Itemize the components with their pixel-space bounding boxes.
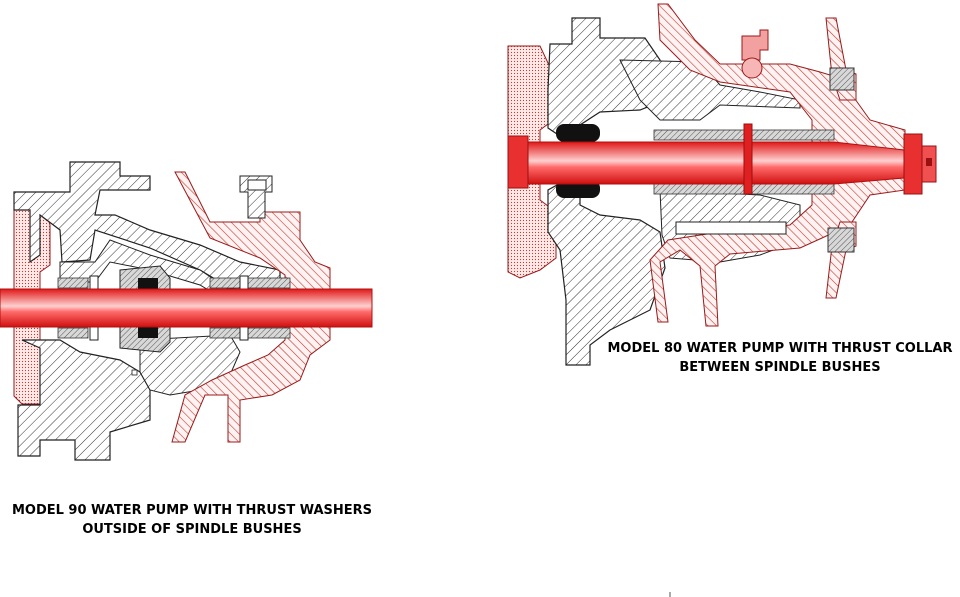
caption-model-90-line2: OUTSIDE OF SPINDLE BUSHES <box>82 522 302 537</box>
housing-main <box>13 161 281 289</box>
grease-nipple <box>741 29 769 61</box>
spindle-model-90 <box>0 288 373 328</box>
model-90-pump-section <box>0 161 373 461</box>
caption-model-90: MODEL 90 WATER PUMP WITH THRUST WASHERS … <box>0 501 384 539</box>
bush-rear <box>209 277 291 289</box>
caption-model-80-line2: BETWEEN SPINDLE BUSHES <box>679 360 881 375</box>
bush-rear-lower <box>209 327 291 339</box>
spindle-end-slot <box>926 158 932 166</box>
spindle-end-nut <box>903 133 923 195</box>
housing-lower <box>17 339 151 461</box>
spindle-model-80 <box>519 141 905 185</box>
thrust-collar <box>743 123 753 195</box>
drain-hole <box>131 369 138 376</box>
grease-nipple-cap <box>741 57 763 79</box>
bolt-head <box>247 179 267 191</box>
seal-packing-bottom <box>138 326 158 338</box>
seal-packing-top <box>138 278 158 290</box>
spindle-nut-left <box>507 135 529 189</box>
bolt-lower <box>827 227 855 253</box>
seal-upper-80 <box>556 124 600 142</box>
caption-model-90-line1: MODEL 90 WATER PUMP WITH THRUST WASHERS <box>11 503 373 518</box>
caption-model-80: MODEL 80 WATER PUMP WITH THRUST COLLAR B… <box>600 339 960 377</box>
model-80-pump-section <box>507 3 937 366</box>
bolt-upper <box>829 67 855 91</box>
bush-front <box>57 277 89 289</box>
stud-lower <box>675 221 787 235</box>
bush-front-lower <box>57 327 89 339</box>
caption-model-80-line1: MODEL 80 WATER PUMP WITH THRUST COLLAR <box>607 341 953 356</box>
backplate-red <box>171 171 331 443</box>
